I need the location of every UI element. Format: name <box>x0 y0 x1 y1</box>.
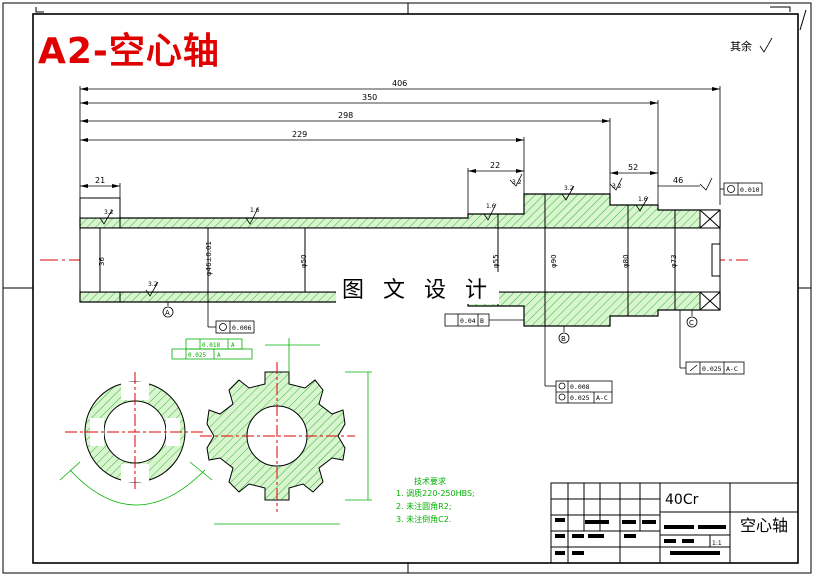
drawing-label: 0.025 <box>188 352 206 359</box>
datum-b <box>558 332 570 344</box>
dia-55: φ55 <box>492 254 500 268</box>
section-left <box>59 372 213 506</box>
drawing-title: A2-空心轴 <box>38 31 220 72</box>
drawing-label: 0.04 <box>460 317 476 325</box>
datum-c <box>686 316 698 328</box>
watermark: 图 文 设 计 <box>336 272 499 304</box>
drawing-label: 3.2 <box>612 183 622 190</box>
dia-90: φ90 <box>550 254 558 268</box>
dia-46: φ46±0.01 <box>205 241 213 276</box>
dia-73: φ73 <box>670 254 678 268</box>
drawing-label: A-C <box>726 365 738 373</box>
drawing-label: B <box>561 335 566 343</box>
dim-overall: 406 <box>392 79 407 88</box>
drawing-label: 0.008 <box>570 383 590 391</box>
drawing-label: 3.2 <box>512 179 522 186</box>
shaft-top-wall <box>79 193 721 229</box>
title-block-part-name: 空心轴 <box>740 516 789 535</box>
dim-21: 21 <box>95 176 105 185</box>
drawing-label: C <box>689 319 694 327</box>
dim-52: 52 <box>628 163 638 172</box>
dia-80: φ80 <box>622 254 630 268</box>
drawing-label: 1.6 <box>638 196 648 203</box>
drawing-label: A <box>217 352 221 359</box>
drawing-label: 1:1 <box>712 540 722 547</box>
tech-line-2: 2. 未注圆角R2; <box>396 501 452 511</box>
tech-line-3: 3. 未注倒角C2. <box>396 514 451 524</box>
tech-line-1: 1. 调质220-250HBS; <box>396 488 475 498</box>
title-block <box>550 482 799 564</box>
dim-298: 298 <box>338 111 353 120</box>
drawing-label: A <box>165 309 170 317</box>
drawing-label: 1.6 <box>486 203 496 210</box>
section-right <box>200 338 372 525</box>
sec-tol-frame-b <box>171 348 253 360</box>
drawing-label: 3.2 <box>104 209 114 216</box>
drawing-label: 1.6 <box>250 207 260 214</box>
drawing-label: B <box>480 317 484 325</box>
tech-heading: 技术要求 <box>414 476 446 486</box>
drawing-label: 3.2 <box>564 185 574 192</box>
drawing-label: 0.025 <box>702 365 722 373</box>
dim-229: 229 <box>292 130 307 139</box>
dia-36: 36 <box>98 257 106 266</box>
drawing-label: 0.006 <box>232 324 252 332</box>
drawing-label: A-C <box>596 394 608 402</box>
dim-350: 350 <box>362 93 377 102</box>
dia-50: φ50 <box>300 254 308 268</box>
dim-22: 22 <box>490 161 500 170</box>
rest-roughness-label: 其余 <box>730 40 752 53</box>
drawing-label: 0.018 <box>202 342 220 349</box>
drawing-label: 3.2 <box>148 281 158 288</box>
drawing-label: 0.010 <box>740 186 760 194</box>
datum-a <box>162 306 174 318</box>
drawing-label: 0.025 <box>570 394 590 402</box>
dim-46: 46 <box>673 176 683 185</box>
title-block-material: 40Cr <box>665 492 699 508</box>
drawing-label: A <box>231 342 235 349</box>
